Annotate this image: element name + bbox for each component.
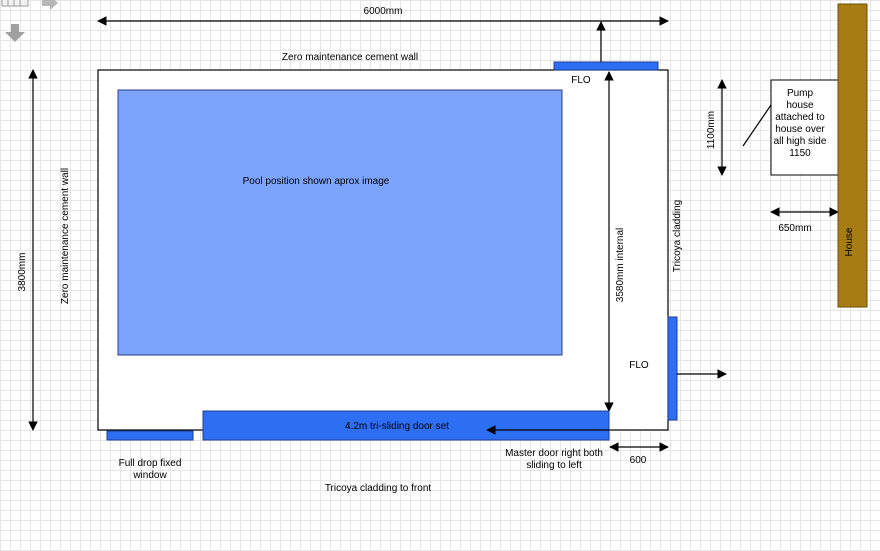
pool-area xyxy=(117,89,563,356)
flo-top-label: FLO xyxy=(571,75,591,86)
internal-dimension-label: 3580mm internal xyxy=(615,228,626,302)
flo-right-opening xyxy=(667,316,678,421)
pump-house-line: 1150 xyxy=(789,148,811,159)
window-label-line2: window xyxy=(132,470,167,481)
flo-top-opening xyxy=(553,61,659,71)
fixed-window-opening xyxy=(106,430,194,441)
right-wall-label: Tricoya cladding xyxy=(672,200,683,272)
front-cladding-label: Tricoya cladding to front xyxy=(325,483,432,494)
offset-dimension-label: 600 xyxy=(630,455,647,466)
grid-icon[interactable] xyxy=(1,0,29,7)
pump-house-line: Pump xyxy=(787,88,814,99)
pump-house-line: house xyxy=(786,100,814,111)
master-door-label-line1: Master door right both xyxy=(505,448,603,459)
sliding-door-opening xyxy=(202,410,610,441)
pump-house-line: house over xyxy=(775,124,825,135)
top-wall-label: Zero maintenance cement wall xyxy=(282,52,418,63)
width-dimension-label: 6000mm xyxy=(364,6,403,17)
sliding-door-label: 4.2m tri-sliding door set xyxy=(345,421,449,432)
arrow-right-icon[interactable] xyxy=(42,0,58,10)
left-wall-label: Zero maintenance cement wall xyxy=(60,168,71,304)
arrow-down-icon[interactable] xyxy=(5,24,25,42)
height-dimension-label: 3800mm xyxy=(17,253,28,292)
pool-label: Pool position shown aprox image xyxy=(243,176,390,187)
pump-house-box xyxy=(770,79,839,176)
pump-house-height-label: 1100mm xyxy=(706,111,717,149)
pump-house-line: attached to xyxy=(775,112,825,123)
master-door-label-line2: sliding to left xyxy=(526,460,582,471)
toolbar xyxy=(1,0,58,42)
house-block xyxy=(837,3,868,308)
house-label: House xyxy=(844,227,855,256)
house-gap-label: 650mm xyxy=(778,223,811,234)
window-label-line1: Full drop fixed xyxy=(119,458,182,469)
pump-house-line: all high side xyxy=(774,136,827,147)
pump-house-leader-line xyxy=(742,101,774,147)
flo-right-label: FLO xyxy=(629,360,649,371)
